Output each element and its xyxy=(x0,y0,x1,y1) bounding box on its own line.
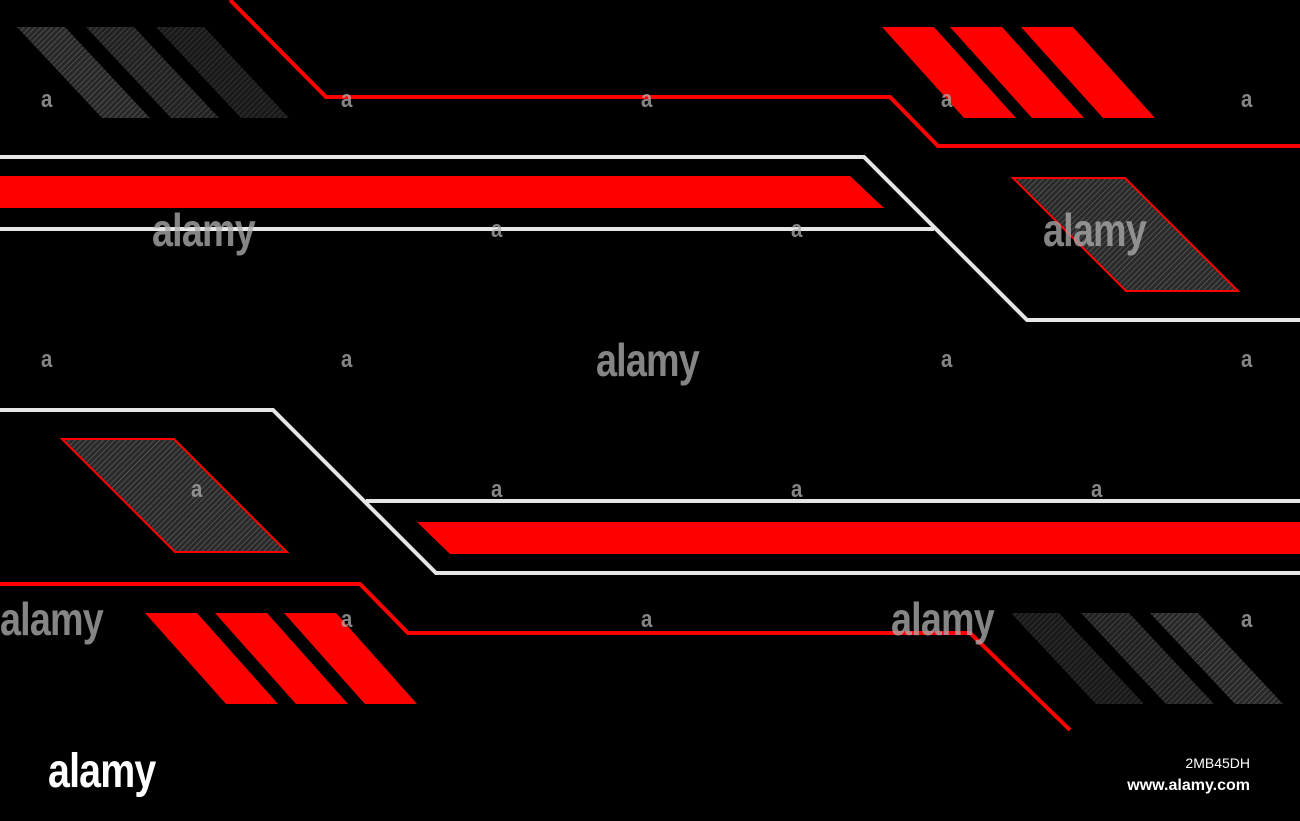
image-id-label: 2MB45DH xyxy=(1185,755,1250,771)
site-url-label: www.alamy.com xyxy=(1127,777,1250,794)
watermark-word: alamy xyxy=(0,593,104,645)
watermark-letter: a xyxy=(341,346,352,373)
watermark-letter: a xyxy=(641,606,652,633)
watermark-letter: a xyxy=(941,346,952,373)
bottom-red-line xyxy=(0,582,1072,732)
watermark-word: alamy xyxy=(152,204,256,256)
watermark-letter: a xyxy=(791,216,802,243)
watermark-letter: a xyxy=(941,86,952,113)
upper-white-line xyxy=(0,155,1300,322)
watermark-letter: a xyxy=(1241,346,1252,373)
watermark-letter: a xyxy=(491,476,502,503)
top-left-gray-stripes xyxy=(17,27,289,118)
left-gray-panel xyxy=(59,438,290,553)
watermark-letter: a xyxy=(41,86,52,113)
watermark-letter: a xyxy=(791,476,802,503)
bottom-right-gray-stripes xyxy=(1011,613,1283,704)
lower-red-bar xyxy=(417,522,1300,554)
alamy-logo: alamy xyxy=(48,745,156,798)
upper-red-bar xyxy=(0,176,884,208)
lower-white-line xyxy=(0,408,1300,575)
watermark-letter: a xyxy=(341,606,352,633)
watermark-letter: a xyxy=(191,476,202,503)
top-right-red-stripes xyxy=(882,27,1155,118)
watermark-word: alamy xyxy=(1043,204,1147,256)
watermark-letter: a xyxy=(1241,86,1252,113)
watermark-letter: a xyxy=(1241,606,1252,633)
watermark-word: alamy xyxy=(891,593,995,645)
watermark-word: alamy xyxy=(596,334,700,386)
watermark-letter: a xyxy=(1091,476,1102,503)
watermark-letter: a xyxy=(641,86,652,113)
watermark-letter: a xyxy=(491,216,502,243)
top-red-line xyxy=(228,0,1300,148)
watermark-letter: a xyxy=(41,346,52,373)
watermark-letter: a xyxy=(341,86,352,113)
bottom-left-red-stripes xyxy=(145,613,417,704)
right-gray-panel xyxy=(1010,177,1241,292)
